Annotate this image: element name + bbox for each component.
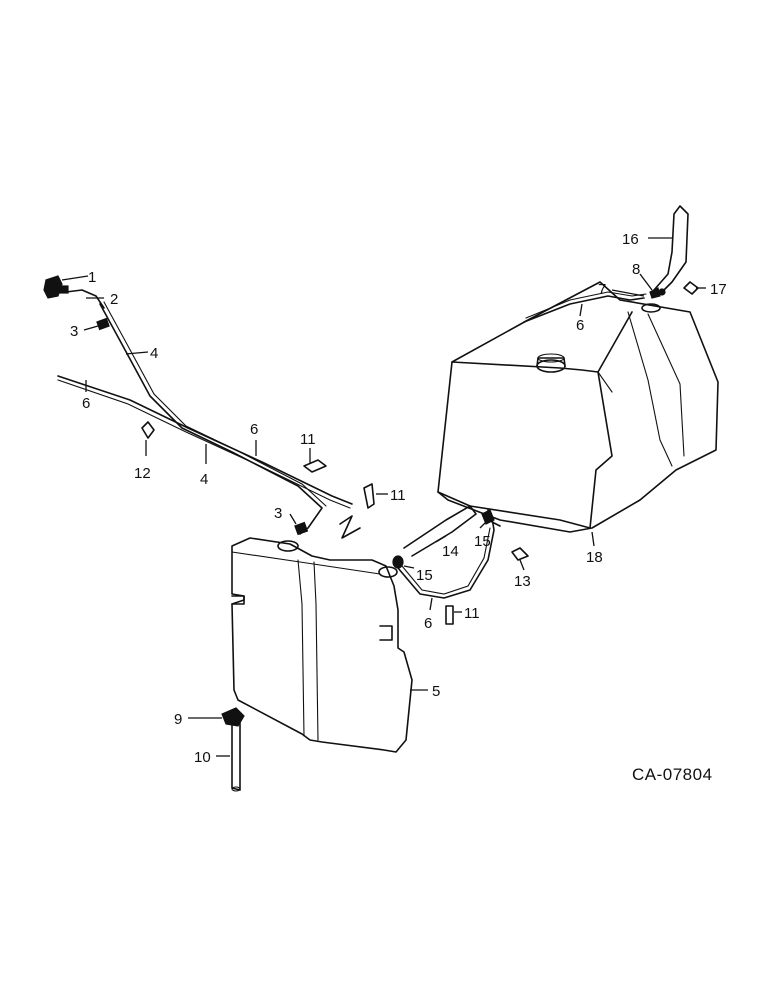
callouts: 1 2 3 4 6 12 6 4 11 11 3 16 8 7 17 6 14 … — [70, 231, 727, 766]
callout-3: 3 — [70, 323, 78, 340]
callout-5: 5 — [432, 683, 440, 700]
callout-8: 8 — [632, 261, 640, 278]
callout-2: 2 — [110, 291, 118, 308]
callout-14: 14 — [442, 543, 459, 560]
callout-9: 9 — [174, 711, 182, 728]
leader-lines — [61, 237, 706, 757]
callout-4: 4 — [150, 345, 158, 362]
fittings — [43, 275, 699, 727]
callout-15: 15 — [474, 533, 491, 550]
callout-10: 10 — [194, 749, 211, 766]
callout-11: 11 — [300, 431, 316, 448]
callout-6: 6 — [424, 615, 432, 632]
callout-1: 1 — [88, 269, 96, 286]
callout-11: 11 — [390, 487, 406, 504]
callout-6: 6 — [576, 317, 584, 334]
callout-18: 18 — [586, 549, 603, 566]
callout-17: 17 — [710, 281, 727, 298]
callout-6: 6 — [250, 421, 258, 438]
callout-16: 16 — [622, 231, 639, 248]
callout-7: 7 — [598, 281, 606, 298]
callout-11: 11 — [464, 605, 480, 622]
callout-3: 3 — [274, 505, 282, 522]
callout-4: 4 — [200, 471, 208, 488]
callout-15: 15 — [416, 567, 433, 584]
callout-12: 12 — [134, 465, 151, 482]
left-fuel-tank — [231, 537, 413, 753]
callout-13: 13 — [514, 573, 531, 590]
callout-6: 6 — [82, 395, 90, 412]
figure-reference: CA-07804 — [632, 765, 713, 784]
